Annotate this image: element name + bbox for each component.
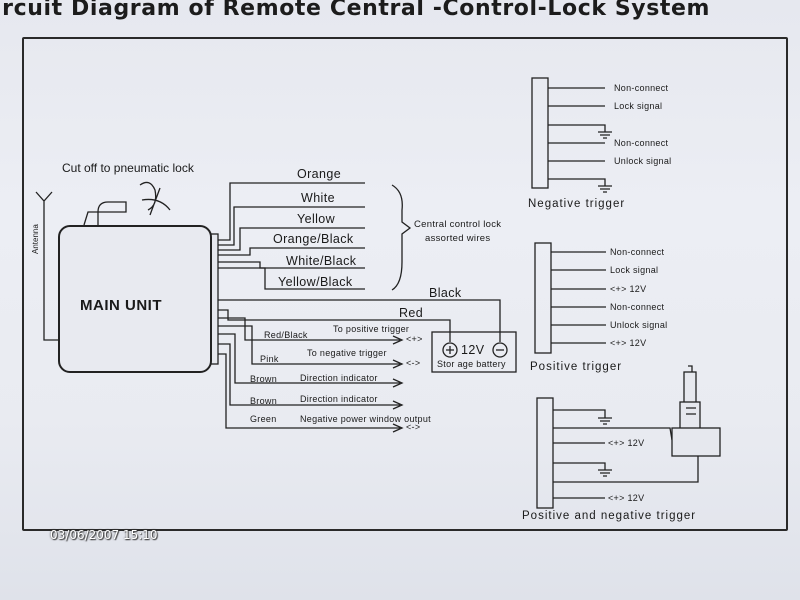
output-direction-2: Direction indicator [300, 394, 378, 404]
wire-red [218, 309, 451, 342]
wire-label-pink: Pink [260, 354, 279, 364]
battery-voltage: 12V [461, 343, 485, 357]
pos-line-2: Lock signal [610, 265, 659, 275]
wire-label-green: Green [250, 414, 277, 424]
wire-brace [391, 184, 412, 291]
central-control-note-1: Central control lock [414, 219, 502, 230]
wire-yellow-black [218, 267, 365, 290]
cutoff-loop [83, 201, 127, 226]
wire-label-black: Black [429, 286, 462, 300]
diagram-title: ircuit Diagram of Remote Central -Contro… [0, 0, 711, 21]
diagram-frame [22, 37, 788, 531]
terminal-plus-1: <+> [406, 334, 423, 344]
terminal-minus-2: <-> [406, 422, 421, 432]
battery-minus-icon [492, 342, 508, 358]
wire-label-yellow-black: Yellow/Black [278, 275, 353, 289]
neg-line-3: Non-connect [614, 138, 669, 148]
wire-label-red: Red [399, 306, 424, 320]
wire-label-red-black: Red/Black [264, 330, 308, 340]
cutoff-mark [139, 181, 171, 216]
pos-line-1: Non-connect [610, 247, 665, 257]
terminal-minus-1: <-> [406, 358, 421, 368]
pos-trigger-title: Positive trigger [530, 361, 623, 373]
pos-line-4: Non-connect [610, 302, 665, 312]
wire-label-brown-1: Brown [250, 374, 278, 384]
battery-box [431, 331, 517, 373]
output-direction-1: Direction indicator [300, 373, 378, 383]
wire-black [218, 299, 501, 342]
neg-trigger-title: Negative trigger [528, 198, 626, 210]
battery-plus-icon [442, 342, 458, 358]
pos-line-3: <+> 12V [610, 284, 647, 294]
wire-label-yellow: Yellow [297, 212, 336, 226]
wire-label-brown-2: Brown [250, 396, 278, 406]
wire-white-black [218, 261, 365, 269]
output-power-window: Negative power window output [300, 414, 431, 424]
wire-label-white-black: White/Black [286, 254, 357, 268]
neg-line-4: Unlock signal [614, 156, 672, 166]
antenna-label: Antenna [31, 224, 40, 254]
neg-line-1: Non-connect [614, 83, 669, 93]
pos-line-5: Unlock signal [610, 320, 668, 330]
output-negative-trigger: To negative trigger [307, 348, 387, 358]
wire-white [218, 206, 365, 246]
cutoff-label: Cut off to pneumatic lock [62, 161, 194, 175]
wire-orange [218, 182, 365, 241]
wire-label-white: White [301, 191, 335, 205]
wire-brown-1 [218, 333, 400, 384]
posneg-trigger-title: Positive and negative trigger [522, 510, 697, 522]
neg-line-2: Lock signal [614, 101, 663, 111]
wire-orange-black [218, 247, 365, 256]
output-positive-trigger: To positive trigger [333, 324, 410, 334]
wire-red-black [218, 317, 400, 341]
wire-label-orange-black: Orange/Black [273, 232, 354, 246]
battery-label: Stor age battery [437, 359, 506, 369]
central-control-note-2: assorted wires [425, 233, 491, 244]
antenna-icon [35, 191, 58, 341]
main-unit-box: MAIN UNIT [58, 225, 212, 373]
posneg-line-2: <+> 12V [608, 493, 645, 503]
wire-pink [218, 325, 400, 365]
posneg-trigger-connector [536, 397, 554, 509]
wire-yellow [218, 227, 365, 251]
wire-label-orange: Orange [297, 167, 342, 181]
posneg-line-1: <+> 12V [608, 438, 645, 448]
pos-trigger-connector [534, 242, 552, 354]
neg-trigger-connector [531, 77, 549, 189]
main-unit-label: MAIN UNIT [80, 297, 162, 314]
actuator-icon [553, 427, 699, 483]
wire-green [218, 353, 400, 429]
wire-brown-2 [218, 343, 400, 406]
photo-timestamp: 03/06/2007 15:10 [50, 528, 158, 542]
pos-line-6: <+> 12V [610, 338, 647, 348]
